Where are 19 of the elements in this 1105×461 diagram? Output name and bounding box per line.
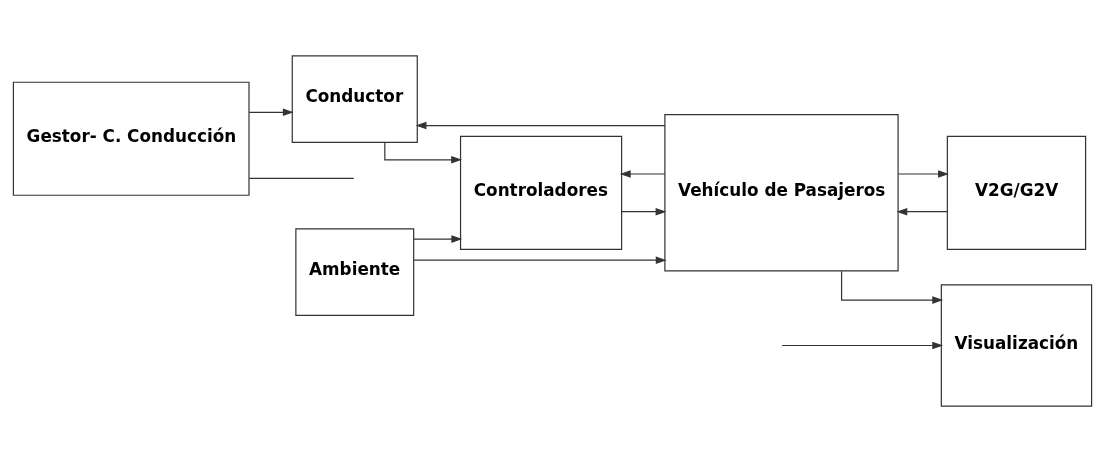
- connector: [248, 177, 355, 179]
- arrow: [384, 141, 463, 164]
- arrow: [413, 255, 667, 264]
- arrow: [896, 207, 948, 215]
- arrow: [841, 270, 944, 304]
- node-box: Gestor- C. Conducción: [12, 81, 250, 196]
- arrow: [619, 169, 666, 178]
- arrow: [781, 341, 944, 349]
- node-box: V2G/G2V: [946, 135, 1087, 250]
- arrow: [897, 169, 949, 178]
- node-box: Ambiente: [295, 227, 415, 316]
- arrow: [413, 234, 463, 243]
- node-box: Controladores: [459, 135, 623, 250]
- node-box: Conductor: [291, 54, 418, 143]
- node-box: Vehículo de Pasajeros: [664, 113, 899, 272]
- arrow: [248, 108, 294, 116]
- arrow: [621, 207, 667, 215]
- node-box: Visualización: [940, 283, 1093, 407]
- arrow: [415, 121, 666, 129]
